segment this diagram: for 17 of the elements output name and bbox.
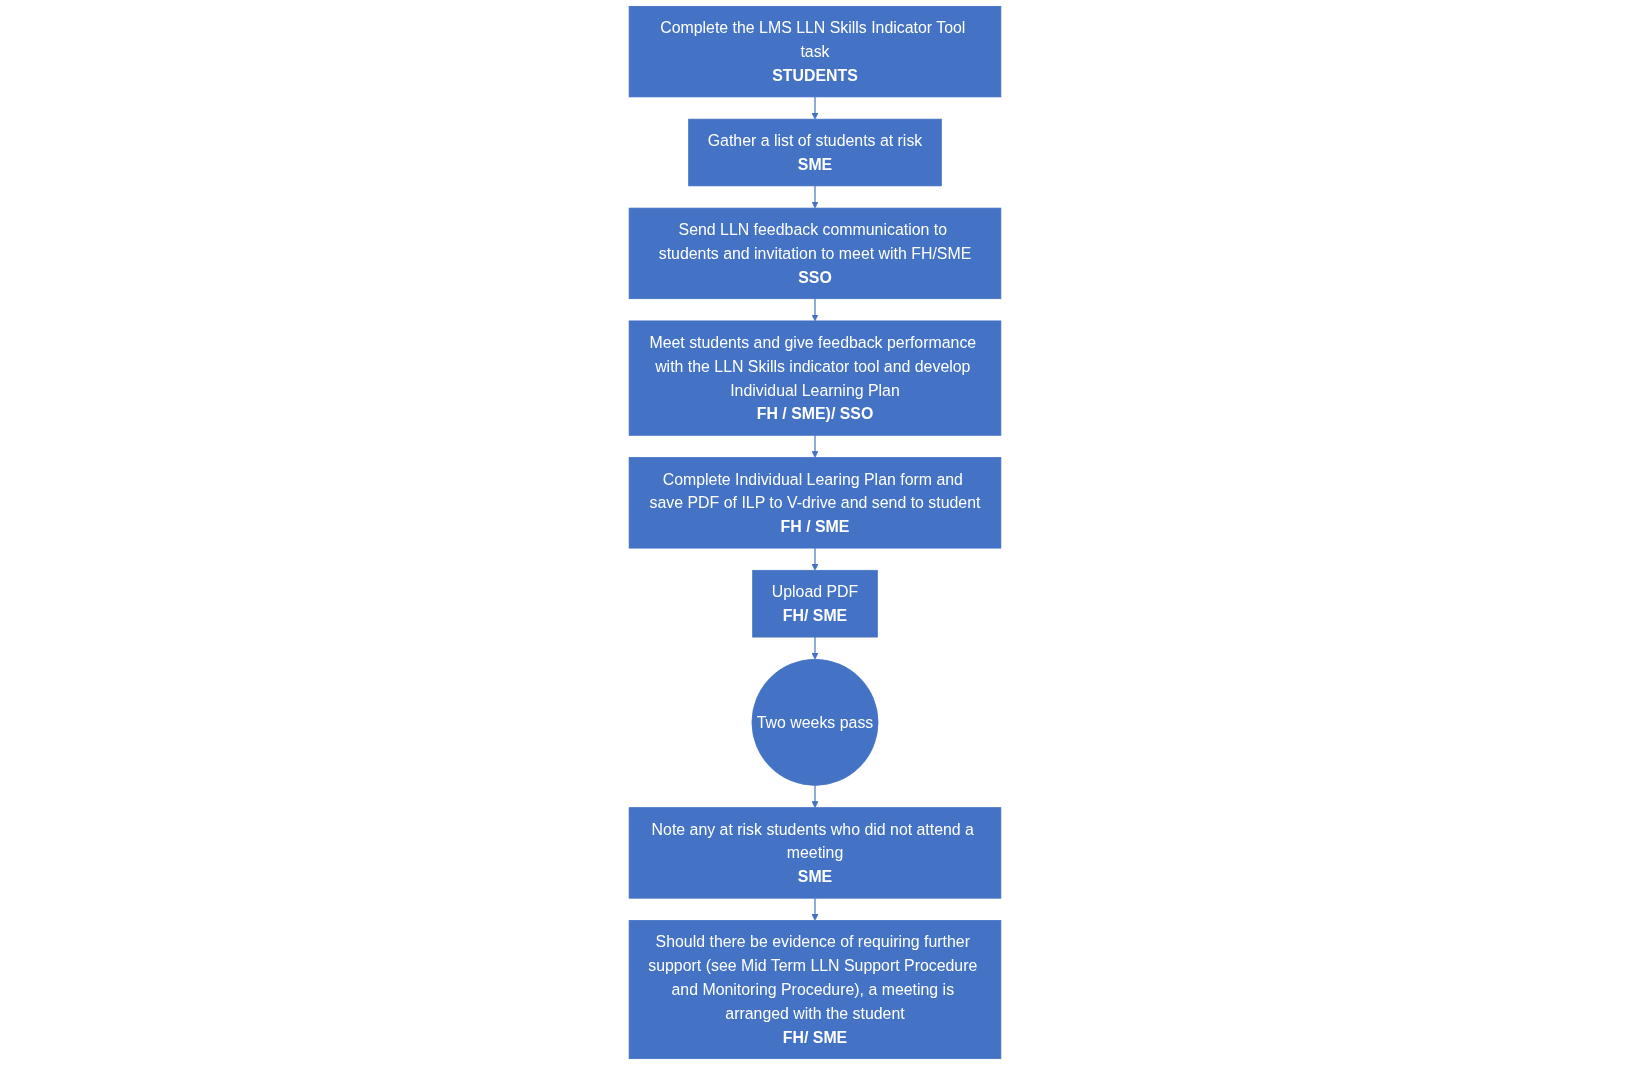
arrow: [811, 636, 819, 660]
node-box: Complete the LMS LLN Skills Indicator Tool task STUDENTS: [628, 5, 1002, 98]
node-box: Upload PDF FH/ SME: [752, 569, 878, 638]
arrow: [811, 96, 819, 120]
node-box: Send LLN feedback communication to students and invitation to meet with FH/SME SSO: [628, 207, 1002, 300]
arrow: [811, 547, 819, 571]
node-box: Gather a list of students at risk SME: [688, 118, 942, 187]
node-circle: Two weeks pass: [751, 658, 879, 786]
node-box: Meet students and give feedback performance with the LLN Skills indicator tool and develop Individual Learning Plan FH / SME)/ SSO: [628, 320, 1002, 436]
arrow: [811, 185, 819, 209]
arrow: [811, 298, 819, 322]
arrow: [811, 784, 819, 808]
node-box: Complete Individual Learing Plan form and save PDF of ILP to V-drive and send to student FH / SME: [628, 457, 1002, 549]
arrow: [811, 434, 819, 458]
node-box: Should there be evidence of requiring further support (see Mid Term LLN Support Procedure and Monitoring Procedure), a meeting is arranged with the student FH/ SME: [628, 920, 1002, 1060]
node-box: Note any at risk students who did not attend a meeting SME: [628, 807, 1002, 899]
arrow: [811, 897, 819, 921]
